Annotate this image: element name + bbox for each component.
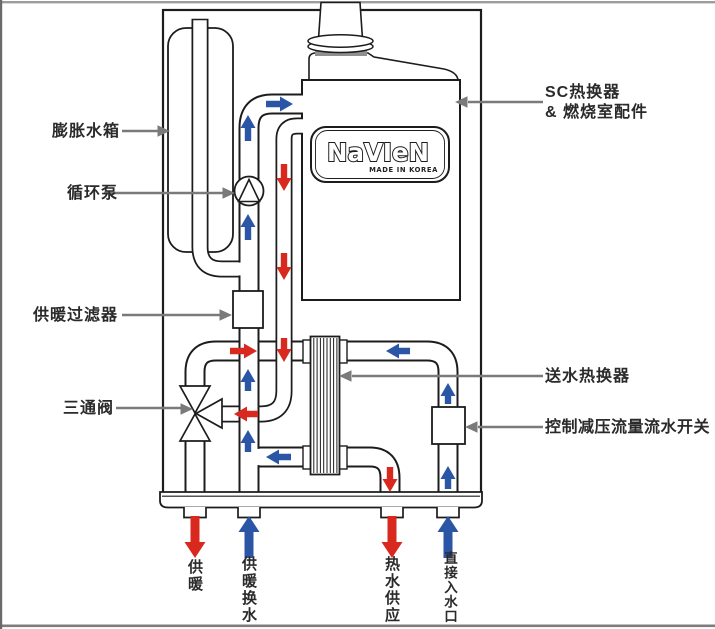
burner-top-shoulder	[308, 52, 459, 81]
label-sc-exchanger: SC热换器 & 燃烧室配件	[545, 83, 648, 123]
made-in-korea-text: MADE IN KOREA	[369, 166, 438, 174]
brand-panel-inner-border	[315, 130, 445, 179]
flow-arrow-up-cold-above-switch	[440, 383, 456, 404]
pump-impeller-icon	[237, 177, 261, 203]
flow-arrow-left-hot-to-valve	[234, 406, 258, 422]
port-stub-cold-in	[436, 507, 460, 519]
three-way-valve-right	[194, 397, 223, 430]
flow-arrow-left-cold-bottom	[266, 449, 291, 465]
flow-arrow-down-hot-lower	[276, 253, 292, 280]
port-arrow-down-dhw-out	[381, 516, 403, 558]
boiler-base-bar	[159, 491, 483, 509]
label-port-heating-out: 供暖	[186, 559, 203, 593]
flue-pipe	[317, 1, 364, 40]
label-flow-switch: 控制减压流量流水开关	[545, 419, 711, 436]
expansion-tank-pipe-core	[193, 20, 250, 276]
label-three-way-valve: 三通阀	[62, 400, 114, 417]
flow-switch	[431, 406, 466, 445]
three-way-valve-bottom	[178, 412, 212, 442]
callout-arrowhead-filter	[219, 309, 232, 321]
port-arrow-up-cold-in	[437, 516, 459, 558]
flow-arrow-down-hot-dhw	[382, 467, 398, 492]
plate-heat-exchanger-plates	[313, 338, 338, 473]
flow-arrow-down-hot-upper	[276, 164, 292, 191]
callout-arrowhead-valve	[180, 403, 193, 415]
flow-arrow-down-hot-junction	[276, 338, 292, 362]
label-port-heating-return: 供暖换水	[240, 556, 257, 624]
flow-arrow-up-cold-below-branch	[240, 430, 256, 452]
callout-arrowhead-plate-exchanger	[339, 370, 352, 382]
label-sc-exchanger-line1: SC热换器	[545, 84, 621, 101]
plate-heat-exchanger	[309, 335, 341, 476]
label-plate-exchanger: 送水热换器	[545, 368, 631, 385]
flow-arrow-up-cold-above-pump	[240, 115, 256, 141]
flue-collar-upper-ring	[307, 34, 374, 48]
port-stub-dhw-out	[380, 507, 404, 519]
scan-edge-left	[0, 0, 3, 629]
callout-arrowhead-flow-switch	[465, 421, 478, 433]
flow-arrow-right-hot-main	[230, 343, 257, 359]
label-expansion-tank: 膨胀水箱	[51, 123, 120, 140]
three-way-valve-top	[178, 385, 212, 415]
label-port-dhw-out: 热水供应	[383, 556, 400, 624]
label-sc-exchanger-line2: & 燃烧室配件	[545, 104, 649, 121]
combustion-chamber	[301, 79, 461, 301]
port-arrow-down-heating-out	[184, 516, 206, 558]
port-stub-heating-out	[183, 507, 207, 519]
label-port-cold-in: 直接入水口	[442, 551, 457, 624]
port-arrow-up-heating-return	[238, 516, 260, 558]
cold-inlet-riser-pipe-core	[341, 342, 457, 506]
callout-arrowhead-pump	[222, 187, 235, 199]
brand-panel	[310, 126, 450, 183]
label-heating-filter: 供暖过滤器	[32, 307, 118, 324]
label-circulation-pump: 循环泵	[66, 185, 118, 202]
heating-main-pipe-core	[186, 342, 313, 393]
flow-arrow-right-cold-top	[266, 96, 293, 112]
flow-arrow-up-cold-below-pump	[240, 214, 256, 240]
port-stub-heating-return	[237, 507, 261, 519]
junction-opening-return	[256, 448, 261, 466]
heating-filter	[232, 290, 264, 329]
scan-edge-bottom	[0, 624, 715, 628]
flow-arrow-up-cold-above-branch	[240, 369, 256, 391]
callout-arrowhead-expansion-tank	[157, 125, 170, 137]
junction-opening-tank	[237, 262, 242, 276]
callout-arrowhead-sc-exchanger	[455, 96, 468, 108]
flow-arrow-left-cold-to-exchanger	[386, 343, 410, 359]
brand-logo-text: NaVIeN	[327, 138, 429, 167]
flow-arrow-up-cold-below-switch	[440, 466, 456, 489]
